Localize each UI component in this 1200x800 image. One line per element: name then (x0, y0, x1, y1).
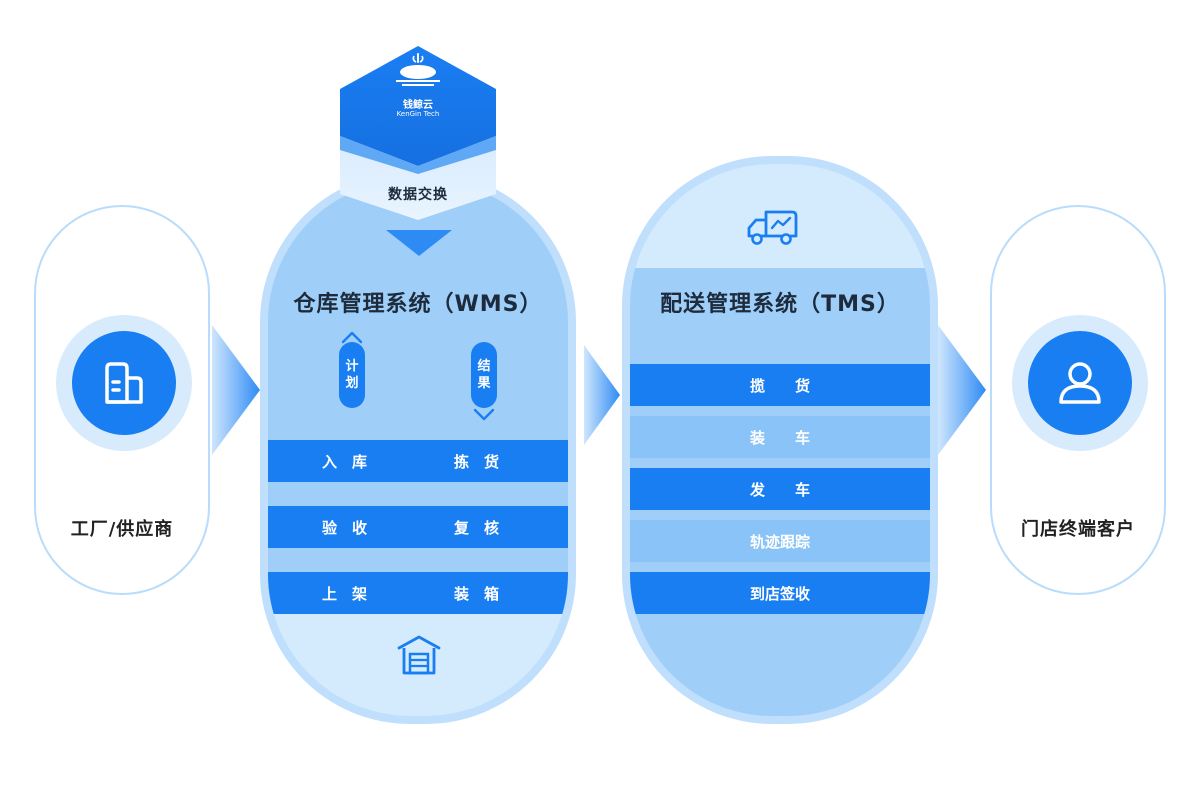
wms-title: 仓库管理系统（WMS） (293, 292, 543, 317)
hub-down-arrow (386, 230, 452, 256)
tms-title: 配送管理系统（TMS） (660, 292, 900, 317)
result-char-1: 结 (477, 359, 491, 374)
flow-arrow-2 (584, 345, 620, 445)
tms-row-2-label: 装 车 (749, 429, 810, 447)
flow-arrow-1 (212, 325, 260, 455)
tms-row-5-label: 到店签收 (749, 585, 810, 603)
result-badge: 结 果 (471, 342, 497, 408)
wms-row-3-left: 上 架 (322, 585, 368, 603)
tms-row-4-label: 轨迹跟踪 (749, 533, 810, 551)
whale-logo-icon (396, 53, 440, 86)
customer-icon-ring (1012, 315, 1148, 451)
tms-panel: 配送管理系统（TMS） 揽 货 装 车 发 车 轨迹跟踪 到店签收 (630, 164, 930, 716)
person-icon (1059, 362, 1101, 404)
logo-name-en: KenGin Tech (396, 110, 440, 118)
plan-char-1: 计 (345, 359, 359, 374)
wms-panel: 仓库管理系统（WMS） 计 划 结 果 入 库 拣 货 验 收 复 核 上 架 … (268, 180, 568, 716)
chevron-down-icon (473, 408, 495, 421)
data-exchange-label: 数据交换 (388, 187, 448, 203)
wms-row-2: 验 收 复 核 (268, 506, 568, 548)
wms-row-2-left: 验 收 (322, 519, 368, 537)
tms-row-1-label: 揽 货 (749, 377, 810, 395)
plan-badge: 计 划 (339, 342, 365, 408)
customer-icon-circle (1028, 331, 1132, 435)
wms-row-1: 入 库 拣 货 (268, 440, 568, 482)
supplier-card: 工厂/供应商 (34, 205, 210, 595)
wms-row-3: 上 架 装 箱 (268, 572, 568, 614)
tms-row-1: 揽 货 (630, 364, 930, 406)
data-exchange-hub: 钱鲸云 KenGin Tech 数据交换 (338, 44, 498, 224)
delivery-truck-icon (747, 210, 798, 245)
wms-row-1-left: 入 库 (322, 453, 368, 471)
supplier-icon-ring (56, 315, 192, 451)
warehouse-icon (397, 635, 441, 675)
wms-row-3-right: 装 箱 (454, 585, 500, 603)
tms-row-5: 到店签收 (630, 572, 930, 614)
supplier-label: 工厂/供应商 (70, 519, 174, 540)
tms-row-4: 轨迹跟踪 (630, 520, 930, 562)
wms-row-2-right: 复 核 (454, 519, 500, 537)
tms-header (630, 164, 930, 268)
logo-name-cn: 钱鲸云 (403, 100, 433, 111)
customer-card: 门店终端客户 (990, 205, 1166, 595)
tms-row-2: 装 车 (630, 416, 930, 458)
result-char-2: 果 (477, 376, 491, 391)
building-icon (105, 362, 143, 404)
tms-row-3-label: 发 车 (749, 481, 810, 499)
plan-char-2: 划 (345, 376, 359, 391)
tms-row-3: 发 车 (630, 468, 930, 510)
wms-row-1-right: 拣 货 (454, 453, 500, 471)
hub-shape (340, 46, 496, 220)
supplier-icon-circle (72, 331, 176, 435)
flow-arrow-3 (938, 325, 986, 455)
customer-label: 门店终端客户 (1021, 519, 1135, 540)
chevron-up-icon (341, 331, 363, 344)
